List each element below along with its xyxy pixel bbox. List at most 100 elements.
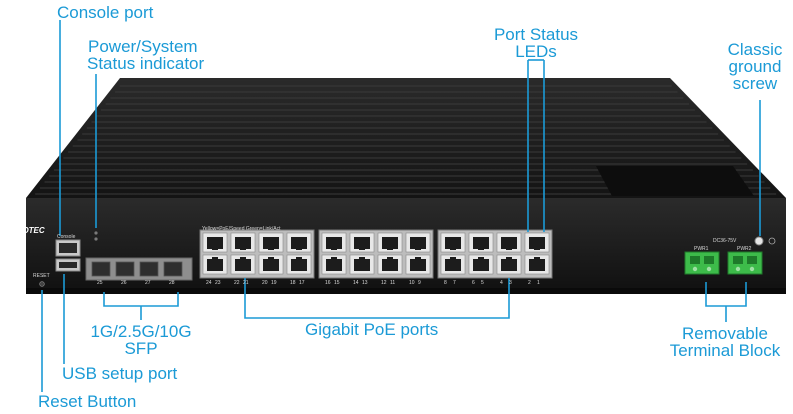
port-number: 9: [418, 280, 421, 286]
pwr2-silk: PWR2: [737, 246, 752, 252]
rj45-latch: [212, 257, 218, 260]
rj45-port-opening: [263, 259, 279, 271]
sfp-slot[interactable]: [115, 261, 135, 277]
rj45-latch: [359, 257, 365, 260]
chassis-bottom-lip: [26, 288, 786, 294]
sfp-callout-bracket: [103, 292, 179, 307]
rj45-latch: [387, 257, 393, 260]
rj45-latch: [240, 247, 246, 250]
port-number: 1: [537, 280, 540, 286]
power-status-label-line1: Power/System: [88, 37, 198, 56]
dc-input-silk: DC36-75V: [713, 238, 737, 244]
poe-callout-bracket: [244, 278, 510, 319]
port-status-label-line1: Port Status: [493, 25, 579, 44]
pwr1-silk: PWR1: [694, 246, 709, 252]
port-number: 2: [528, 280, 531, 286]
rj45-latch: [296, 257, 302, 260]
rj45-port-opening: [354, 259, 370, 271]
console-silk-label: Console: [57, 234, 76, 240]
port-number: 12: [381, 280, 387, 286]
rj45-port-opening: [382, 237, 398, 249]
port-number: 7: [453, 280, 456, 286]
rj45-latch: [240, 257, 246, 260]
sfp-slot[interactable]: [91, 261, 111, 277]
rj45-port-opening: [410, 237, 426, 249]
console-port-label: Console port: [57, 3, 154, 22]
sfp-label-line2: SFP: [124, 339, 158, 358]
rj45-port-opening: [410, 259, 426, 271]
rj45-latch: [478, 257, 484, 260]
port-number: 11: [390, 280, 396, 286]
reset-silk-label: RESET: [33, 273, 50, 279]
terminal-block-pwr2[interactable]: [727, 251, 763, 275]
rj45-latch: [359, 247, 365, 250]
rj45-port-opening: [529, 259, 545, 271]
callout-lines: [41, 20, 761, 392]
brand-logo: REPOTEC: [6, 226, 45, 235]
port-number: 15: [334, 280, 340, 286]
rj45-port-opening: [326, 237, 342, 249]
rj45-latch: [296, 247, 302, 250]
rj45-latch: [478, 247, 484, 250]
rj45-latch: [212, 247, 218, 250]
rj45-port-opening: [291, 237, 307, 249]
rj45-latch: [415, 247, 421, 250]
reset-button[interactable]: [39, 281, 45, 287]
rj45-latch: [268, 257, 274, 260]
port-number: 19: [271, 280, 277, 286]
rj45-latch: [331, 257, 337, 260]
ground-symbol-icon: [768, 237, 776, 245]
port-number: 13: [362, 280, 368, 286]
rj45-latch: [534, 257, 540, 260]
led-legend-silk: Yellow=PoE/Speed Green=Link/Act: [202, 226, 281, 232]
port-number: 17: [299, 280, 305, 286]
rj45-port-opening: [445, 237, 461, 249]
rj45-port-opening: [529, 237, 545, 249]
port-number: 16: [325, 280, 331, 286]
power-status-label-line2: Status indicator: [87, 54, 205, 73]
sfp-number: 27: [145, 280, 151, 286]
terminal-block-label-line2: Terminal Block: [669, 341, 781, 360]
power-led: [94, 231, 98, 235]
port-number: 6: [472, 280, 475, 286]
rj45-port-opening: [445, 259, 461, 271]
port-number: 24: [206, 280, 212, 286]
rj45-port-opening: [354, 237, 370, 249]
port-number: 5: [481, 280, 484, 286]
ground-screw-label-line3: screw: [732, 74, 778, 93]
system-led: [94, 237, 98, 241]
ground-screw[interactable]: [754, 236, 764, 246]
rj45-port-opening: [501, 259, 517, 271]
rj45-latch: [506, 247, 512, 250]
rj45-port-opening: [473, 237, 489, 249]
rj45-port-opening: [263, 237, 279, 249]
usb-setup-port-label: USB setup port: [62, 364, 178, 383]
sfp-slot[interactable]: [139, 261, 159, 277]
usb-port-opening: [59, 262, 77, 268]
port-number: 4: [500, 280, 503, 286]
ground-screw-label-line2: ground: [728, 57, 782, 76]
port-number: 22: [234, 280, 240, 286]
rj45-port-opening: [326, 259, 342, 271]
rj45-latch: [450, 257, 456, 260]
rj45-port-opening: [382, 259, 398, 271]
port-number: 10: [409, 280, 415, 286]
port-number: 8: [444, 280, 447, 286]
rj45-port-opening: [291, 259, 307, 271]
port-number: 20: [262, 280, 268, 286]
port-number: 21: [243, 280, 249, 286]
sfp-number: 25: [97, 280, 103, 286]
console-port-opening: [59, 243, 77, 253]
rj45-port-opening: [235, 237, 251, 249]
sfp-slot[interactable]: [163, 261, 183, 277]
chassis-top: [26, 78, 786, 198]
port-number: 14: [353, 280, 359, 286]
port-number: 18: [290, 280, 296, 286]
rj45-latch: [415, 257, 421, 260]
rj45-latch: [506, 257, 512, 260]
reset-button-label: Reset Button: [38, 392, 137, 411]
rj45-port-opening: [207, 259, 223, 271]
rj45-port-blocks: [199, 229, 553, 279]
terminal-block-pwr1[interactable]: [684, 251, 720, 275]
